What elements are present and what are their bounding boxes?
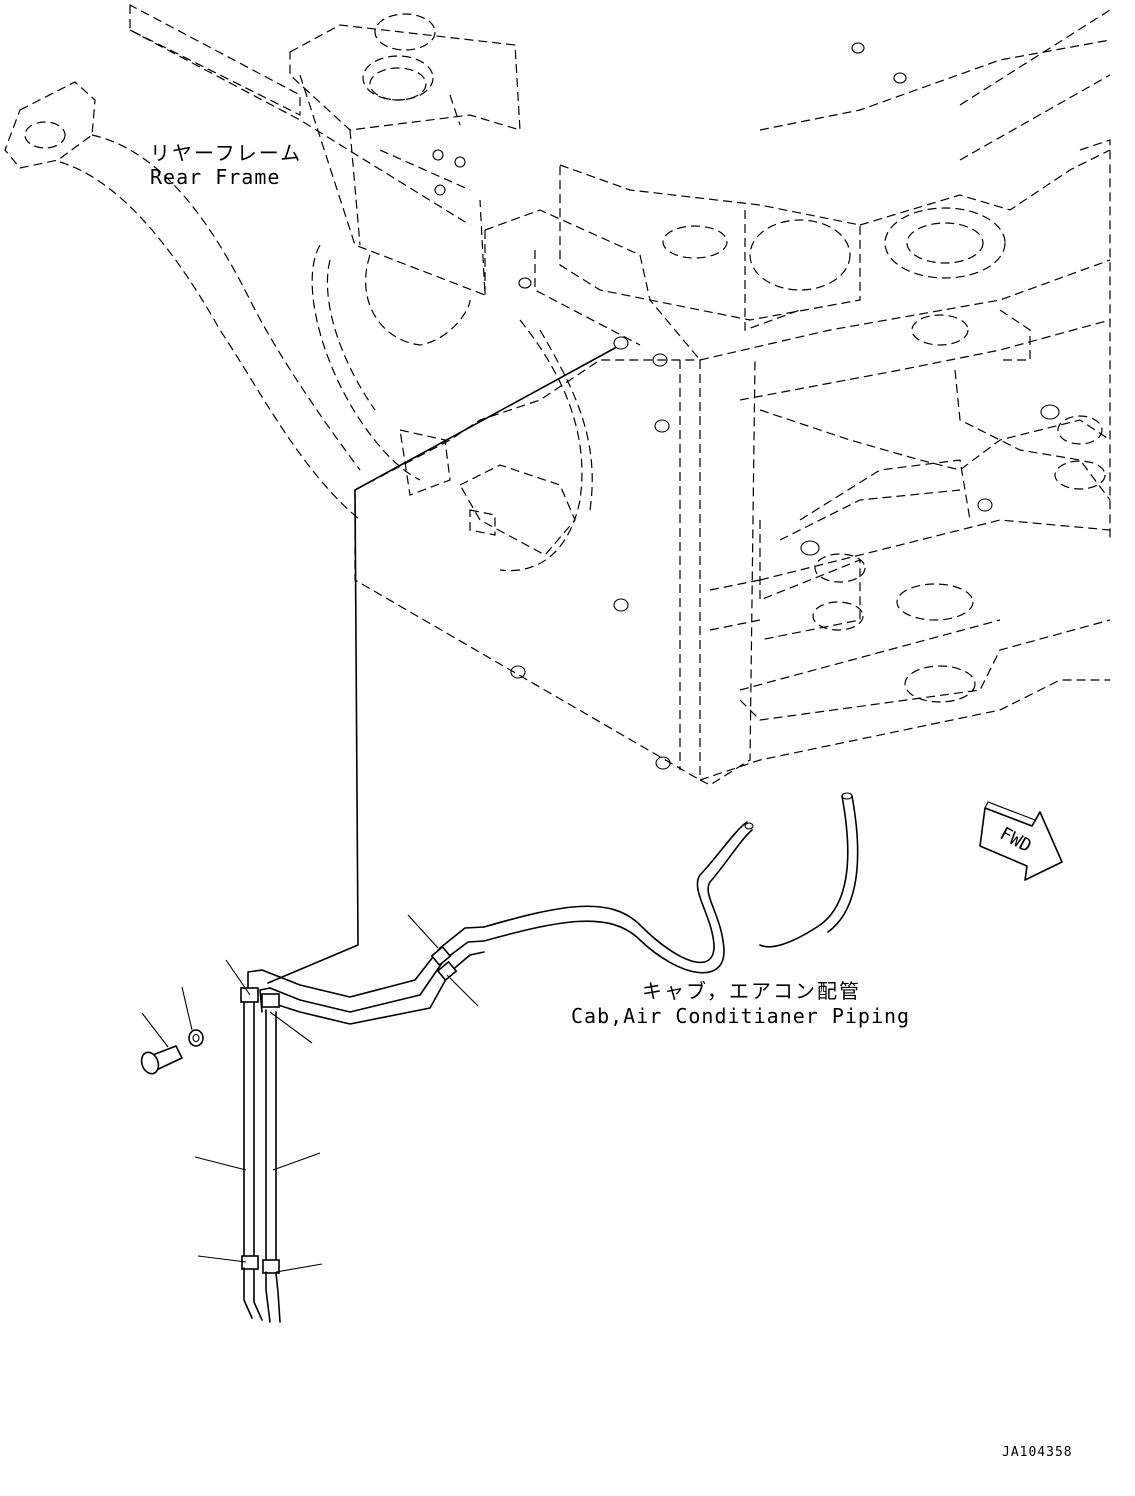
washer-icon [188,1029,204,1047]
bolt-leader-line [267,347,616,984]
cab-piping-label-en: Cab,Air Conditianer Piping [571,1004,911,1028]
frame-bolt-holes [432,42,1060,770]
part-leader-lines [141,914,479,1273]
cab-piping-label-jp: キャブ，エアコン配管 [642,979,861,1003]
fwd-label: FWD [996,823,1035,857]
fwd-arrow-icon: FWD [979,801,1063,881]
bolt-icon [140,1045,183,1075]
drawing-code: JA104358 [1002,1445,1073,1460]
rear-frame-outline [4,4,1111,786]
rear-frame-label-en: Rear Frame [150,165,281,189]
ac-pipe-assembly [240,926,485,1323]
rear-frame-label-jp: リヤーフレーム [150,141,303,165]
cab-ac-hoses [483,792,859,974]
